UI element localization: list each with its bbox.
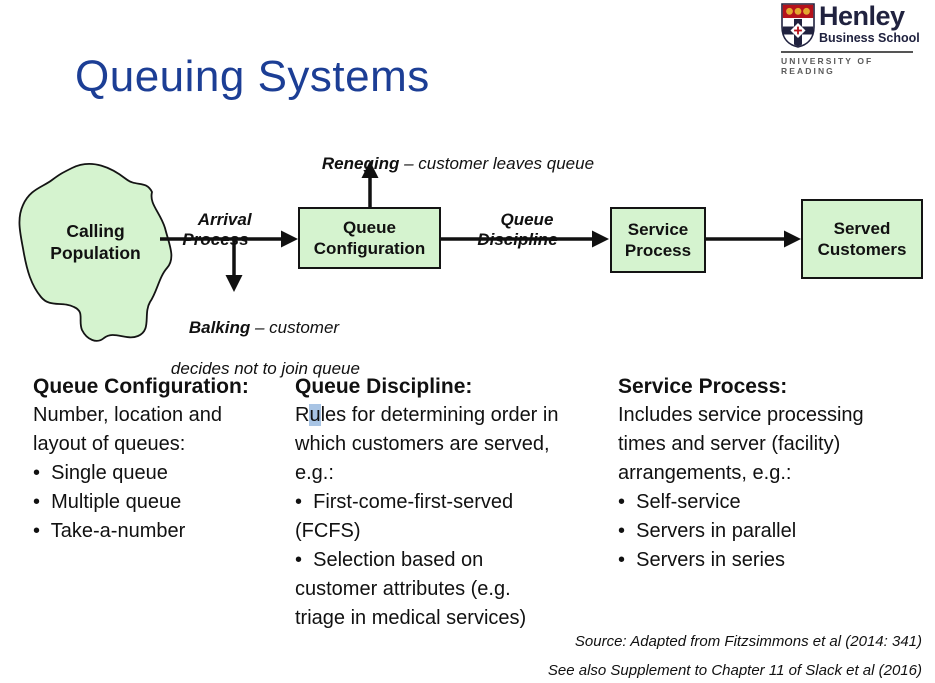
arrival-arrowhead-icon [281, 230, 298, 248]
column-heading: Service Process: [618, 375, 788, 398]
column-line: Number, location and [33, 404, 223, 426]
column-line: arrangements, e.g.: [618, 462, 792, 484]
service-process-column: Service Process: Includes service proces… [618, 372, 923, 575]
bullet-line: • Multiple queue [33, 491, 182, 513]
queue-discipline-arrowhead-icon [592, 230, 609, 248]
column-heading: Queue Discipline: [295, 375, 473, 398]
calling-population-label: Calling Population [50, 221, 141, 263]
search-highlight: u [309, 404, 321, 426]
henley-shield-icon [781, 3, 815, 48]
balking-label: Balking – customer decides not to join q… [170, 317, 360, 379]
bullet-line: • Single queue [33, 462, 168, 484]
calling-population-blob [18, 163, 173, 342]
logo-subtitle: Business School [819, 31, 920, 45]
see-also-line: See also Supplement to Chapter 11 of Sla… [547, 662, 922, 679]
column-line: Includes service processing [618, 404, 864, 426]
column-line: e.g.: [295, 462, 334, 484]
column-line: layout of queues: [33, 433, 186, 455]
queue-configuration-column: Queue Configuration: Number, location an… [33, 372, 295, 546]
bullet-line: • Servers in series [618, 549, 786, 571]
column-line-highlighted: Rules for determining order in [295, 404, 559, 426]
source-line: Source: Adapted from Fitzsimmons et al (… [574, 633, 922, 650]
logo-name: Henley [819, 1, 905, 31]
served-arrowhead-icon [784, 230, 801, 248]
logo-divider [781, 51, 913, 53]
bullet-line: • Servers in parallel [618, 520, 797, 542]
bullet-line: • First-come-first-served [295, 491, 514, 513]
column-line: customer attributes (e.g. [295, 578, 511, 600]
column-line: times and server (facility) [618, 433, 841, 455]
column-line: (FCFS) [295, 520, 361, 542]
bullet-line: • Take-a-number [33, 520, 186, 542]
henley-logo: Henley Business School UNIVERSITY OF REA… [781, 3, 921, 76]
column-line: triage in medical services) [295, 607, 527, 629]
column-heading: Queue Configuration: [33, 375, 249, 398]
bullet-line: • Selection based on [295, 549, 484, 571]
reneging-label: Reneging – customer leaves queue [321, 153, 595, 173]
reneging-arrowhead-icon [361, 161, 379, 178]
balking-arrowhead-icon [225, 275, 243, 292]
logo-university: UNIVERSITY OF READING [781, 56, 874, 76]
page-title: Queuing Systems [75, 52, 430, 101]
queue-discipline-column: Queue Discipline: Rules for determining … [295, 372, 617, 633]
source-citations: Source: Adapted from Fitzsimmons et al (… [548, 627, 922, 683]
column-line: which customers are served, [295, 433, 550, 455]
bullet-line: • Self-service [618, 491, 741, 513]
queuing-diagram [18, 161, 801, 342]
